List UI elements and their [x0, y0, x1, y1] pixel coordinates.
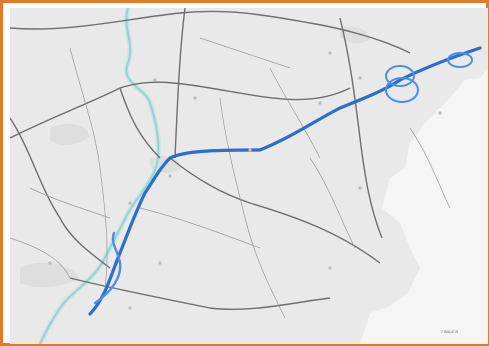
interchange-loop	[385, 77, 419, 103]
minor-road	[199, 37, 291, 69]
settlement-dot	[358, 76, 362, 80]
road	[174, 8, 186, 159]
settlement-dot	[328, 51, 332, 55]
road-network	[10, 8, 411, 311]
interchange-loop	[447, 52, 473, 68]
settlement-patch	[20, 262, 80, 288]
settlement-dot	[128, 306, 132, 310]
settlement-dot	[193, 96, 197, 100]
settlement-dot	[358, 186, 362, 190]
minor-road	[69, 47, 108, 289]
road	[169, 157, 381, 264]
settlement-dot	[318, 101, 322, 105]
minor-road-network	[10, 37, 451, 319]
road	[10, 117, 111, 269]
road	[10, 81, 351, 139]
sea-area	[360, 68, 488, 344]
interchange-loop	[385, 65, 415, 87]
settlement-dot	[128, 201, 132, 205]
map-svg	[10, 8, 488, 344]
minor-road	[269, 67, 321, 159]
settlement-dot	[48, 261, 52, 265]
road	[69, 277, 331, 311]
minor-road	[309, 157, 356, 249]
minor-road	[29, 187, 111, 219]
settlement-dot	[438, 111, 442, 115]
settlement-dot	[158, 261, 162, 265]
settlement-markers	[48, 51, 442, 310]
scale-label: 7 BALE B	[440, 329, 458, 334]
road	[10, 10, 411, 54]
interchange	[385, 52, 473, 103]
settlement-dot	[248, 148, 252, 152]
settlement-patch	[50, 123, 90, 145]
minor-road	[219, 97, 286, 319]
settlement-dot	[328, 266, 332, 270]
map-canvas[interactable]: 7 BALE B	[10, 8, 488, 344]
alt-route	[93, 231, 122, 305]
minor-road	[10, 237, 71, 279]
river	[39, 8, 160, 344]
settlement-dot	[168, 174, 172, 178]
road	[119, 87, 161, 159]
settlement-dot	[153, 78, 157, 82]
road	[339, 17, 383, 239]
main-route	[88, 46, 482, 316]
minor-road	[139, 207, 261, 249]
minor-road	[409, 127, 451, 209]
